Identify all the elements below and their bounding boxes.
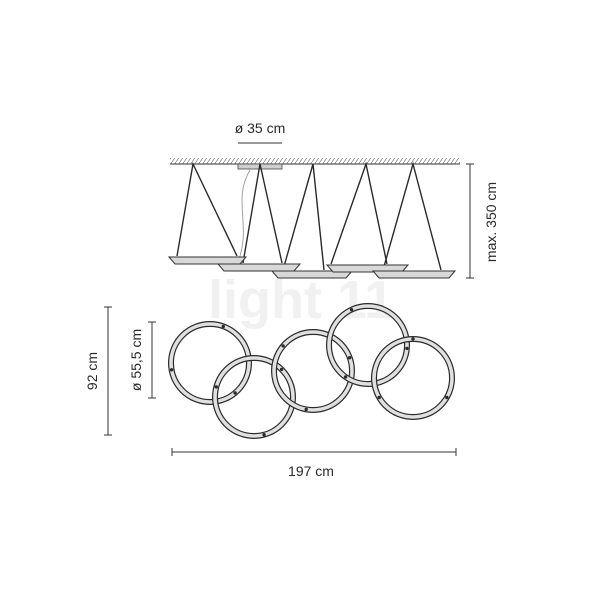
suspension-point [233,391,237,395]
suspension-point [377,395,381,400]
suspension-point [262,433,266,437]
ring-profiles [167,256,457,279]
ring [212,355,296,439]
suspension-point [221,324,225,329]
watermark: light 11 [208,270,394,330]
overall-height-dimension: 92 cm [84,306,112,436]
suspension-point [411,337,415,341]
overall-width-label: 197 cm [288,463,334,479]
overall-height-label: 92 cm [84,352,100,390]
ceiling [170,158,460,165]
ring [271,329,355,413]
shade-diameter-label: ø 35 cm [235,120,286,136]
overall-width-dimension: 197 cm [171,448,457,479]
suspension-point [347,356,352,360]
power-cable [237,169,251,263]
shade-diameter-dimension: ø 35 cm [235,120,286,144]
suspension-point [349,308,354,312]
ring [371,336,455,420]
suspension-point [445,395,449,400]
suspension-point [343,375,348,379]
suspension-point [214,385,218,389]
ring [168,321,252,405]
max-height-label: max. 350 cm [483,182,499,262]
suspension-point [281,344,285,348]
ring-diameter-dimension: ø 55,5 cm [128,321,156,399]
suspension-point [304,407,308,412]
suspension-point [169,368,174,372]
ring [326,303,410,387]
suspension-point [405,346,409,351]
suspension-wires [176,161,442,271]
suspension-point [279,367,284,372]
max-height-dimension: max. 350 cm [466,163,499,279]
rings-top-view [168,303,455,439]
ring-diameter-label: ø 55,5 cm [128,329,144,391]
